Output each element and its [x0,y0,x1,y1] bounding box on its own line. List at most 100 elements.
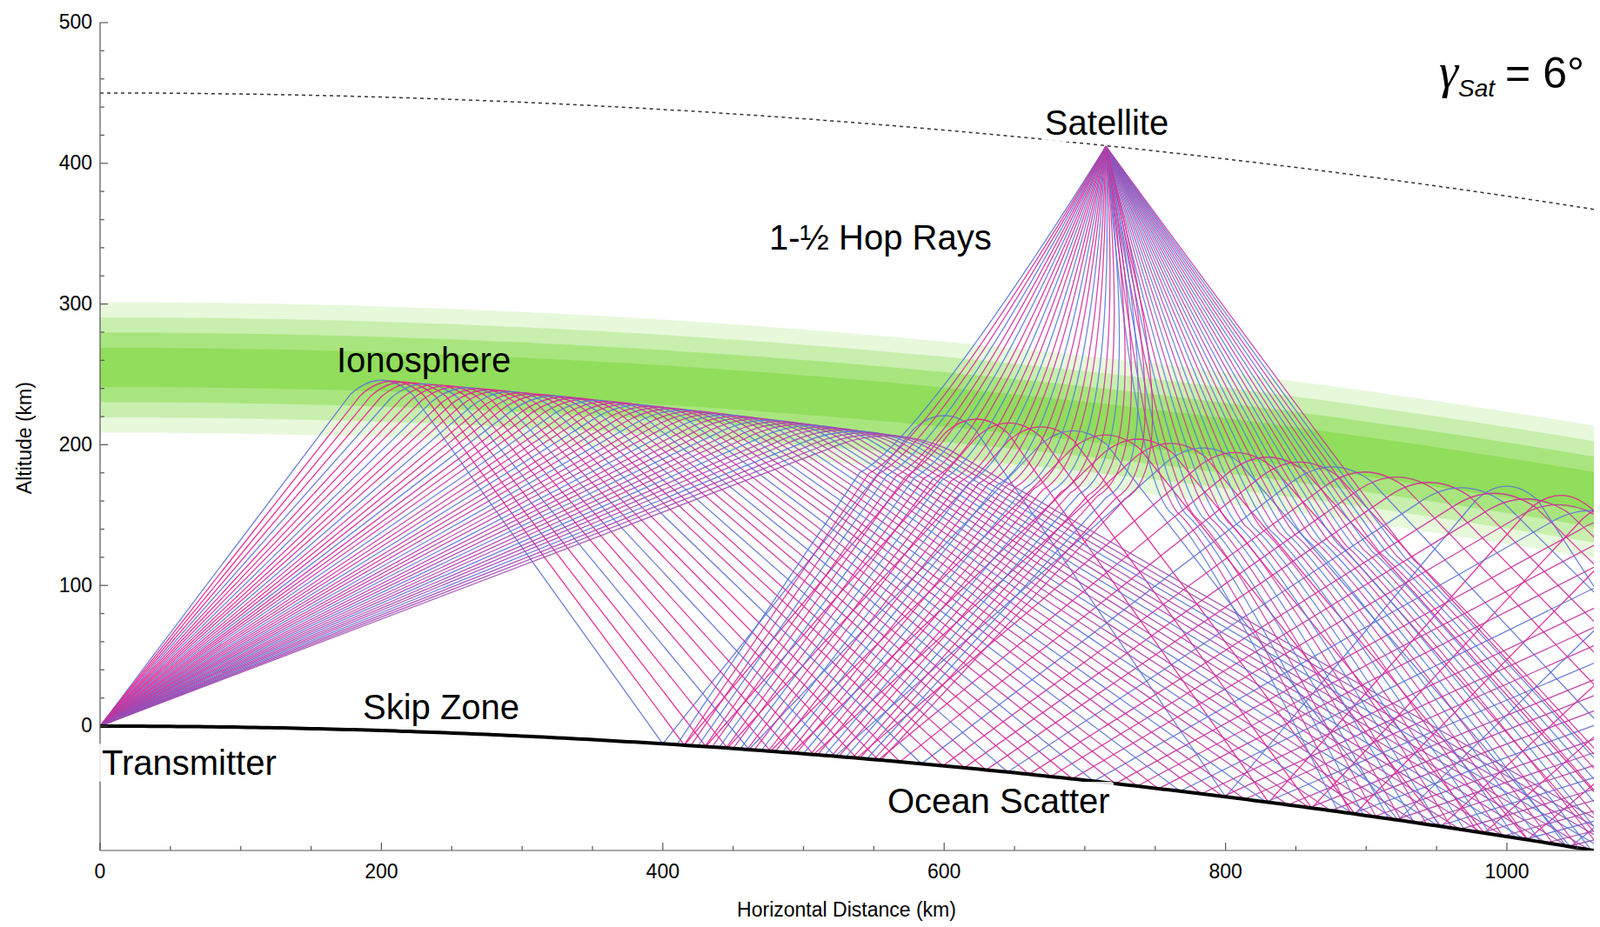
angle-subscript: Sat [1458,75,1495,103]
x-tick [381,843,382,851]
y-tick [100,331,105,333]
x-tick-label: 600 [927,861,961,884]
x-tick-label: 0 [94,861,107,884]
x-tick-label: 800 [1208,861,1242,884]
y-tick [100,669,105,671]
x-tick-label: 1000 [1484,861,1529,884]
y-tick [100,219,105,221]
hop-ray [761,146,1106,751]
y-tick-label: 300 [59,293,93,315]
angle-label: γSat = 6° [1435,45,1588,100]
hop-ray [1105,146,1453,829]
plot-axes [100,22,1594,851]
angle-value: = 6° [1505,49,1585,98]
y-tick [100,585,108,587]
y-tick [100,21,108,23]
x-tick [943,843,945,851]
x-tick [310,846,312,851]
y-tick-label: 200 [59,434,93,456]
y-tick [100,134,105,136]
hop-ray [740,146,1106,750]
y-tick [100,528,105,530]
y-tick [100,247,105,248]
y-tick [100,697,105,699]
x-tick [99,843,101,851]
hop-ray [704,146,1106,747]
y-tick [100,472,105,474]
x-tick [1225,843,1226,851]
x-tick [240,846,242,851]
x-tick [451,846,453,851]
x-tick [1154,846,1156,851]
region-label: Ionosphere [336,341,511,380]
y-tick [100,78,105,80]
y-tick-label: 100 [59,575,93,597]
hop-ray [733,146,1107,749]
hop-ray [1105,146,1592,851]
x-tick [873,846,875,851]
y-tick [100,613,105,615]
y-tick [100,275,105,277]
axis-ticks [100,22,1578,851]
x-tick [1576,846,1578,851]
y-tick [100,388,105,389]
x-tick [1506,843,1507,851]
y-tick [100,191,105,193]
x-tick [1295,846,1297,851]
ray-path [100,434,1594,851]
y-tick [100,162,108,164]
x-tick [1084,846,1085,851]
hop-ray [690,146,1106,746]
x-tick [521,846,523,851]
hop-ray [1105,146,1594,851]
hop-ray [1105,146,1594,851]
x-tick [1436,846,1438,851]
transmitter-label: Transmitter [98,743,281,783]
angle-symbol: γ [1439,45,1459,100]
y-tick [100,50,105,52]
y-tick-label: 0 [80,715,93,737]
region-label: Ocean Scatter [883,782,1114,821]
y-tick [100,725,108,727]
hop-ray [1105,146,1389,819]
y-axis-title: Altitude (km) [13,381,36,495]
x-axis-title: Horizontal Distance (km) [736,899,957,922]
hop-ray [1105,146,1351,814]
y-tick [100,501,105,503]
y-tick [100,415,105,417]
x-tick [662,843,663,851]
x-tick [803,846,804,851]
ray-label: 1-½ Hop Rays [765,218,996,257]
x-tick [732,846,734,851]
y-tick-label: 500 [59,11,93,34]
hop-ray [1105,146,1541,843]
x-axis [100,850,1594,851]
ray-path [100,382,1594,851]
earth-surface [100,726,1594,851]
x-tick-label: 400 [646,861,680,884]
y-tick [100,641,105,643]
ray-path [100,422,1594,851]
y-tick [100,303,108,305]
hop-ray [683,146,1106,745]
y-tick [100,360,105,362]
region-label: Skip Zone [359,688,523,727]
x-tick [1013,846,1015,851]
hop-ray [1105,146,1594,851]
ray-path [100,433,1594,851]
y-tick [100,106,105,108]
satellite-label: Satellite [1041,103,1172,142]
y-tick-label: 400 [59,152,93,175]
ray-path [100,435,1594,851]
x-tick [169,846,171,851]
hop-ray [747,146,1106,750]
ray-path [100,381,1594,851]
y-tick [100,444,108,446]
hop-ray [1105,146,1402,821]
x-tick [1365,846,1367,851]
ray-paths [100,146,1594,851]
orbit-line [100,93,1594,211]
hop-ray [676,146,1106,745]
